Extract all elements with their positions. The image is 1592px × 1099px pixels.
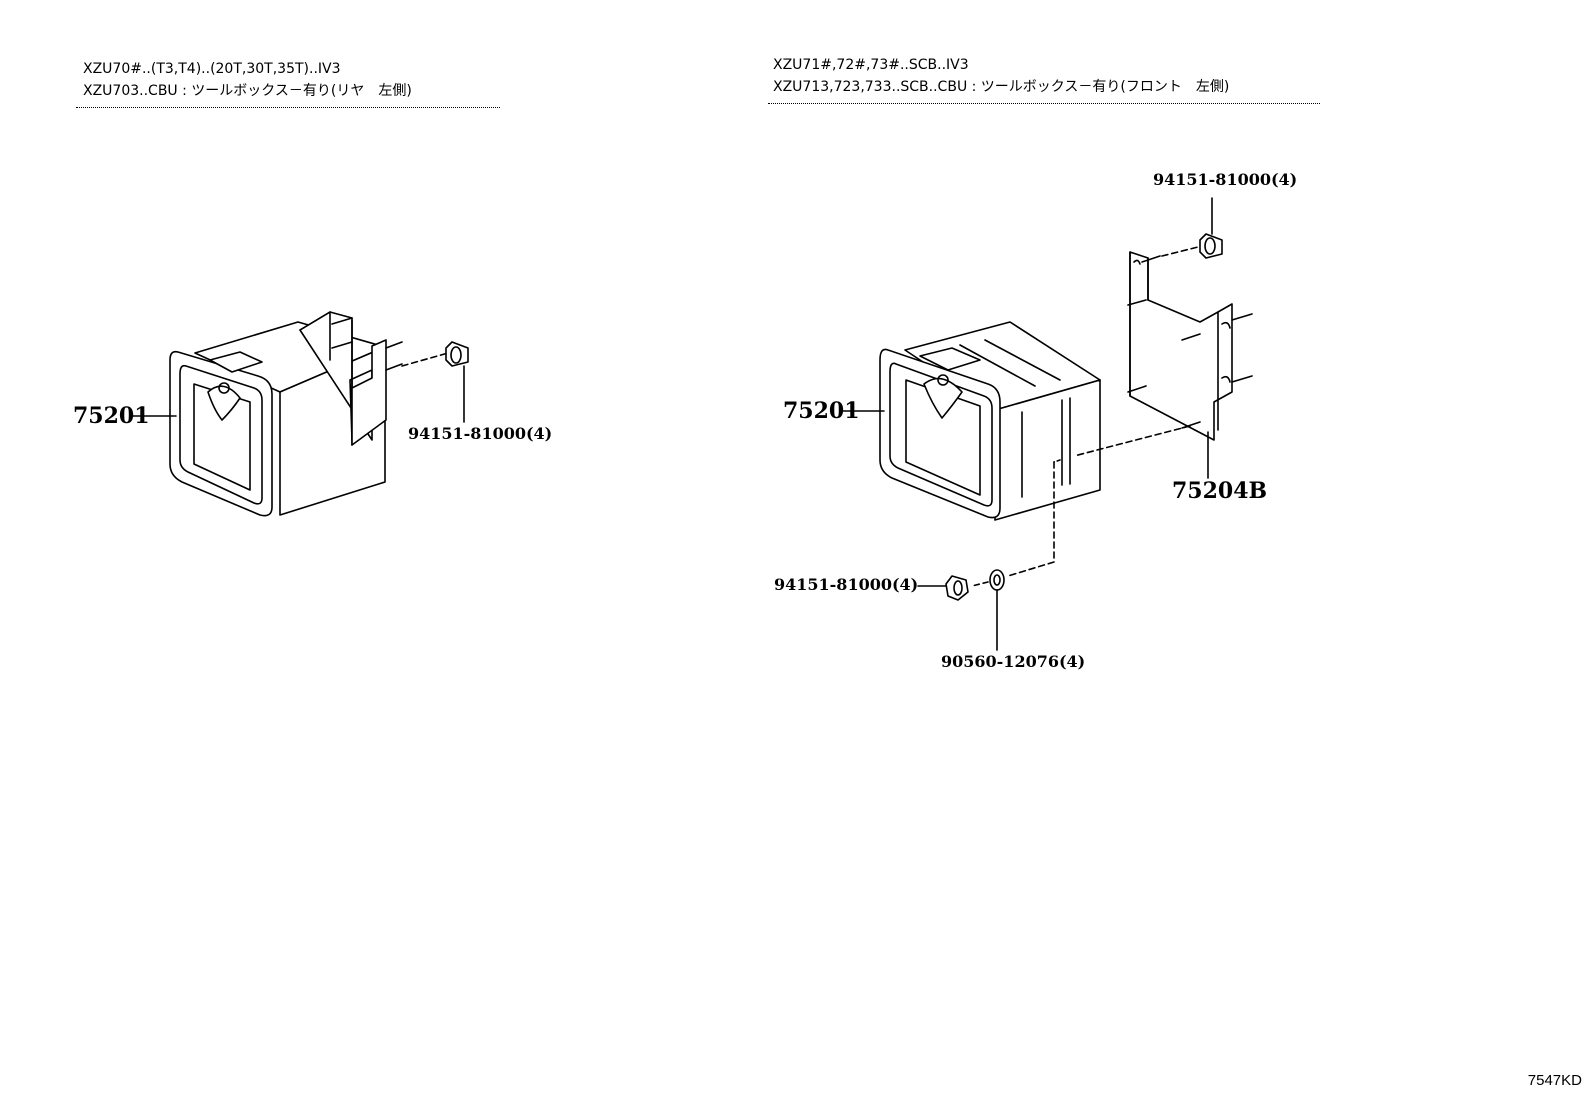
left-header-line1: XZU70#..(T3,T4)..(20T,30T,35T)..IV3 bbox=[83, 61, 341, 77]
left-toolbox-drawing bbox=[132, 311, 469, 517]
right-part-bracket-label[interactable]: 75204B bbox=[1172, 478, 1268, 504]
right-header-line2: XZU713,723,733..SCB..CBU : ツールボックス－有り(フロ… bbox=[773, 79, 1230, 95]
left-header-rule bbox=[76, 107, 500, 108]
right-part-bolt-bottom-label[interactable]: 94151-81000(4) bbox=[774, 575, 919, 594]
right-part-bolt-top-label[interactable]: 94151-81000(4) bbox=[1153, 170, 1298, 189]
right-part-washer-label[interactable]: 90560-12076(4) bbox=[941, 652, 1086, 671]
right-header-rule bbox=[768, 103, 1320, 104]
left-header-line2: XZU703..CBU : ツールボックス－有り(リヤ 左側) bbox=[83, 83, 412, 99]
right-header-line1: XZU71#,72#,73#..SCB..IV3 bbox=[773, 57, 969, 73]
right-part-toolbox-label[interactable]: 75201 bbox=[783, 398, 860, 424]
left-part-bolt-label[interactable]: 94151-81000(4) bbox=[408, 424, 553, 443]
left-header: XZU70#..(T3,T4)..(20T,30T,35T)..IV3 XZU7… bbox=[83, 58, 412, 102]
left-part-toolbox-label[interactable]: 75201 bbox=[73, 403, 150, 429]
right-header: XZU71#,72#,73#..SCB..IV3 XZU713,723,733.… bbox=[773, 54, 1229, 98]
right-toolbox-drawing bbox=[842, 197, 1253, 651]
illustration-code: 7547KD bbox=[1527, 1072, 1582, 1089]
